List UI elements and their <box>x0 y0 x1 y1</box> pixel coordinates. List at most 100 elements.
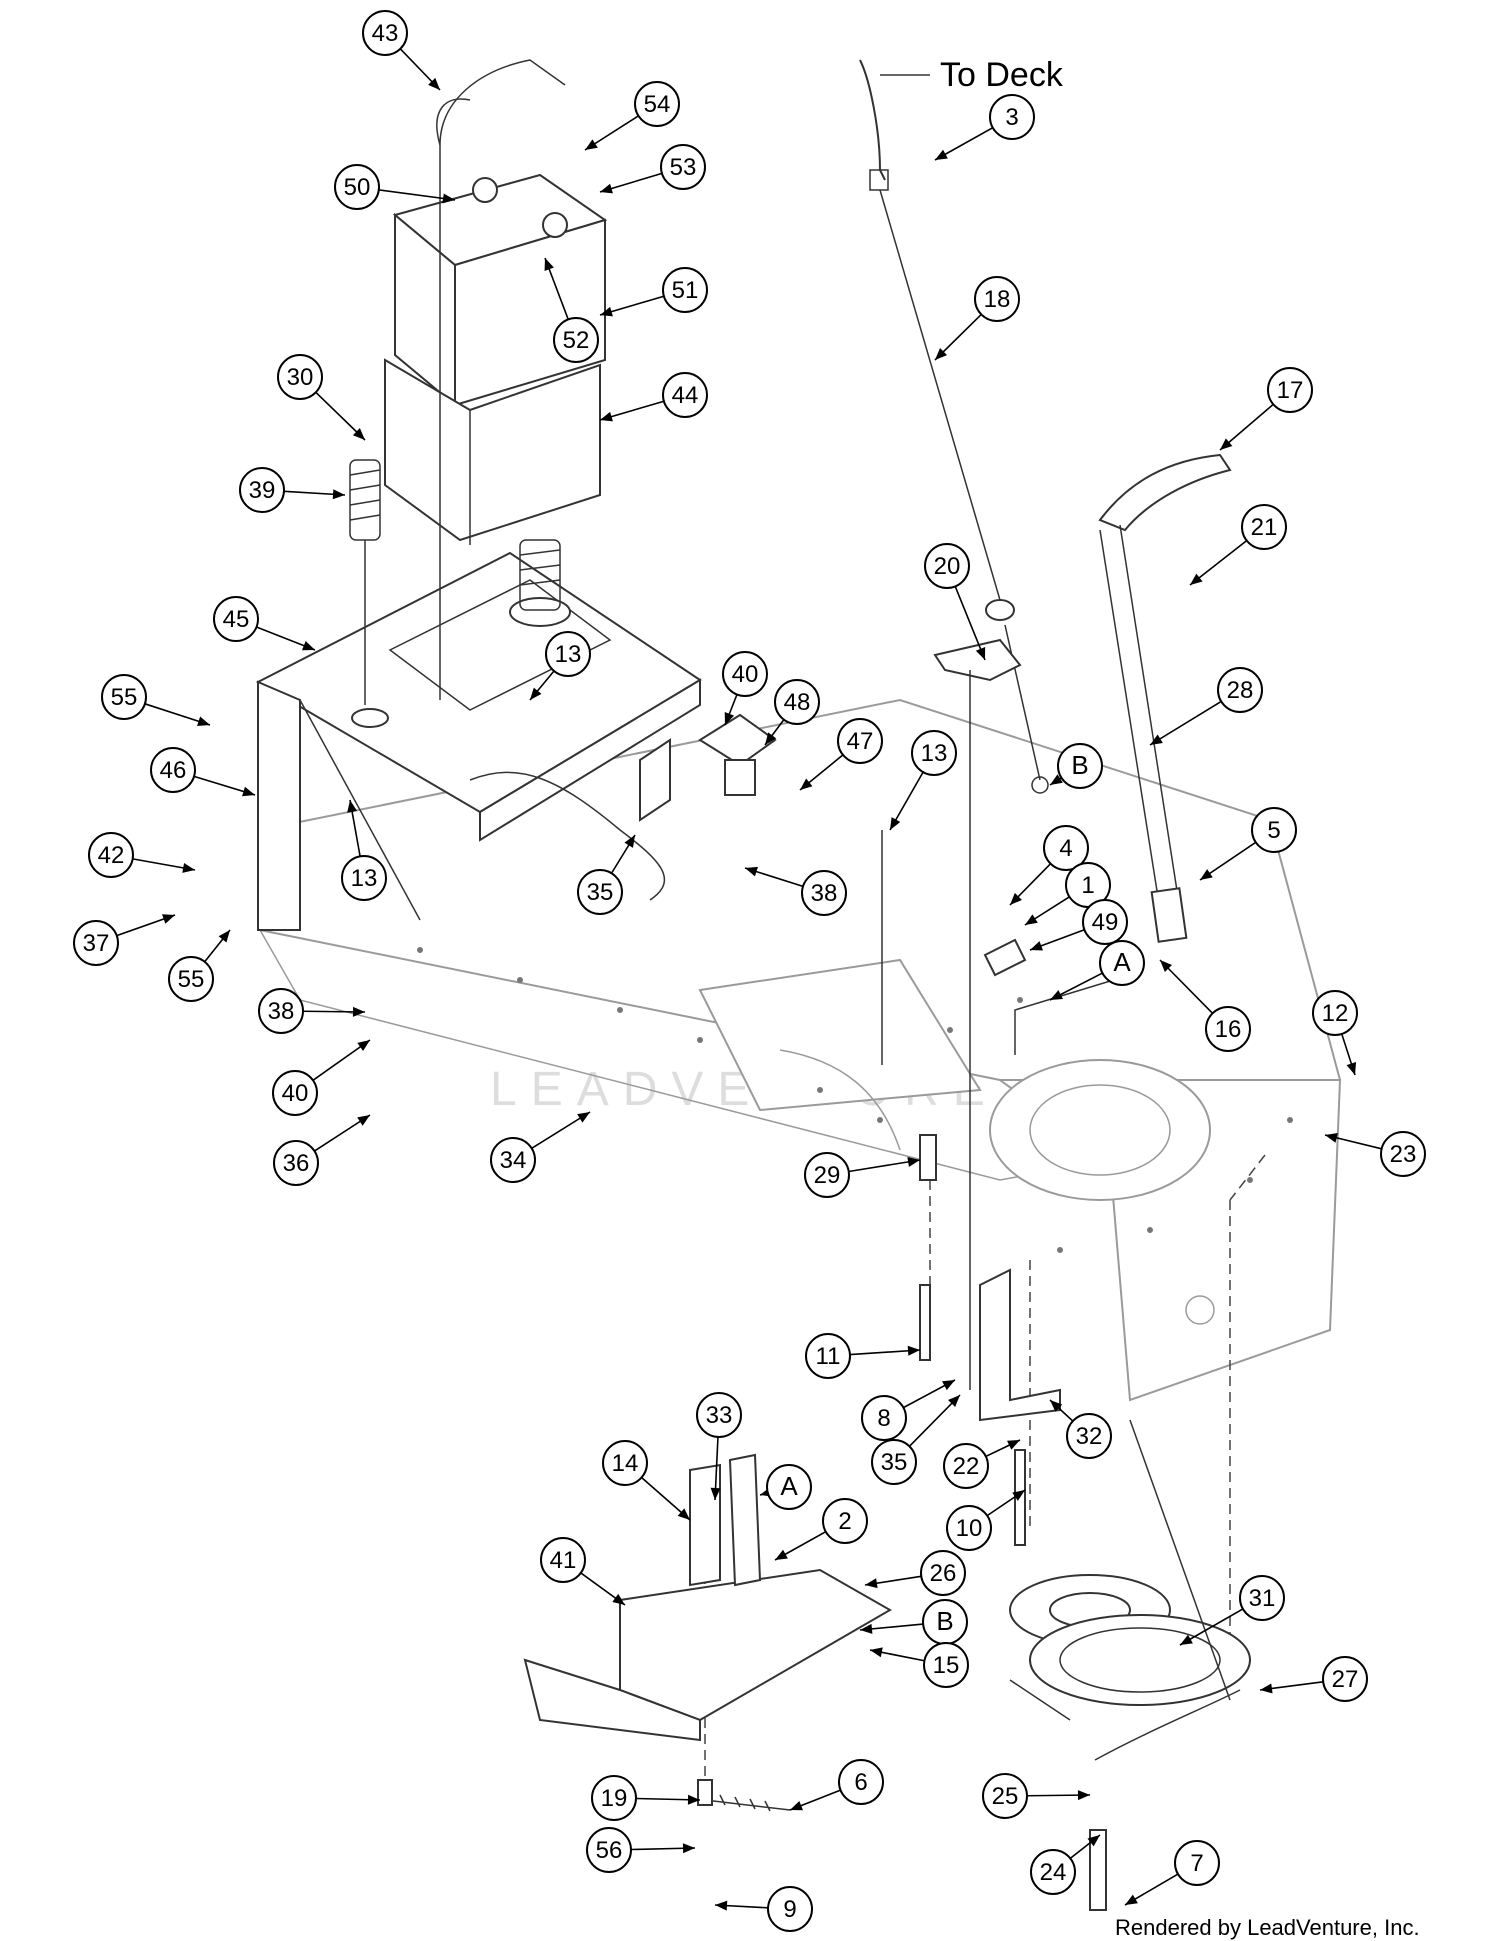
callout-arrowhead <box>1160 960 1172 973</box>
callout-circle <box>766 1464 812 1510</box>
callout-label: 21 <box>1251 514 1278 541</box>
callout-52: 52 <box>544 257 599 363</box>
callout-label: 20 <box>934 553 961 580</box>
callout-label: 23 <box>1390 1141 1417 1168</box>
callout-label: 27 <box>1332 1666 1359 1693</box>
callout-circle <box>490 1137 536 1183</box>
callout-label: 53 <box>670 154 697 181</box>
battery-tray <box>384 358 601 545</box>
callout-B: B <box>859 1599 968 1645</box>
callout-32: 32 <box>1049 1399 1112 1459</box>
callout-arrowhead <box>1180 1634 1193 1645</box>
callout-56: 56 <box>586 1827 696 1873</box>
callout-arrowhead <box>197 716 210 727</box>
callout-arrowhead <box>600 306 613 317</box>
callout-arrowhead <box>860 1623 873 1634</box>
callout-4: 4 <box>1009 825 1089 906</box>
callout-33: 33 <box>696 1392 742 1501</box>
callout-49: 49 <box>1029 899 1128 951</box>
callout-circle <box>277 354 323 400</box>
callout-label: 32 <box>1076 1423 1103 1450</box>
callout-circle <box>1239 1575 1285 1621</box>
callout-leader <box>1179 1608 1244 1646</box>
callout-label: 11 <box>816 1343 841 1370</box>
callout-21: 21 <box>1189 504 1287 586</box>
callout-arrowhead <box>577 1112 590 1123</box>
callout-leader <box>954 586 986 661</box>
callout-arrowhead <box>715 1900 728 1911</box>
callout-circle <box>974 276 1020 322</box>
callout-label: 33 <box>706 1402 733 1429</box>
callout-circle <box>634 81 680 127</box>
callout-circle <box>1030 1849 1076 1895</box>
callout-arrowhead <box>687 1794 700 1805</box>
callout-arrowhead <box>357 1040 370 1052</box>
callout-label: 17 <box>1277 377 1304 404</box>
callout-circle <box>1251 807 1297 853</box>
callout-10: 10 <box>946 1489 1026 1551</box>
callout-arrowhead <box>1007 1440 1020 1450</box>
callout-label: 54 <box>644 91 671 118</box>
callout-label: 28 <box>1227 677 1254 704</box>
callout-circle <box>213 596 259 642</box>
rod-hook <box>436 98 471 146</box>
callout-arrowhead <box>948 1395 960 1408</box>
callout-label: 9 <box>783 1896 796 1923</box>
callout-17: 17 <box>1219 367 1313 451</box>
callout-2: 2 <box>774 1498 868 1561</box>
callout-arrowhead <box>352 428 365 440</box>
callout-label: 18 <box>984 286 1011 313</box>
callout-arrowhead <box>624 835 635 848</box>
callout-circle <box>946 1505 992 1551</box>
callout-arrowhead <box>710 1487 721 1500</box>
callout-circle <box>73 920 119 966</box>
callout-circle <box>989 94 1035 140</box>
callout-arrowhead <box>347 800 358 813</box>
callout-circle <box>774 679 820 725</box>
callout-arrowhead <box>775 1549 788 1560</box>
callout-38: 38 <box>258 988 366 1034</box>
callout-arrowhead <box>357 1115 370 1126</box>
spring-left <box>349 459 381 705</box>
shoulder-bolt <box>1089 1829 1107 1911</box>
callout-arrowhead <box>332 489 345 500</box>
callout-53: 53 <box>599 144 706 194</box>
callout-20: 20 <box>924 543 986 661</box>
callout-label: 38 <box>268 998 295 1025</box>
callout-14: 14 <box>602 1440 691 1521</box>
callout-label: 22 <box>953 1453 980 1480</box>
callout-circle <box>1267 367 1313 413</box>
callout-31: 31 <box>1179 1575 1285 1646</box>
callout-arrowhead <box>975 647 986 660</box>
callout-28: 28 <box>1149 667 1263 746</box>
callout-arrowhead <box>765 732 777 745</box>
callout-label: 29 <box>814 1162 841 1189</box>
battery <box>392 173 608 408</box>
callout-51: 51 <box>599 267 708 317</box>
callout-label: 44 <box>672 382 699 409</box>
callout-label: 55 <box>178 966 205 993</box>
callout-label: 51 <box>672 277 699 304</box>
callout-label: 26 <box>930 1560 957 1587</box>
spring-right <box>519 539 561 611</box>
callout-45: 45 <box>213 596 316 651</box>
callout-55: 55 <box>101 674 211 727</box>
callout-circle <box>239 467 285 513</box>
callout-arrowhead <box>442 193 455 204</box>
callout-circle <box>982 1773 1028 1819</box>
lift-plate <box>523 1453 893 1742</box>
callout-circle <box>362 10 408 56</box>
callout-circle <box>660 144 706 190</box>
callout-arrowhead <box>1050 774 1063 785</box>
callout-50: 50 <box>334 164 456 210</box>
callout-circle <box>696 1392 742 1438</box>
callout-23: 23 <box>1324 1131 1426 1177</box>
callout-circle <box>920 1550 966 1596</box>
callout-47: 47 <box>799 718 883 791</box>
callout-label: 8 <box>877 1405 890 1432</box>
callout-13: 13 <box>341 799 387 901</box>
callout-label: 13 <box>555 641 582 668</box>
callout-27: 27 <box>1259 1656 1368 1702</box>
dashed-axis-right <box>1229 1154 1266 1201</box>
callout-leader <box>908 1394 961 1447</box>
